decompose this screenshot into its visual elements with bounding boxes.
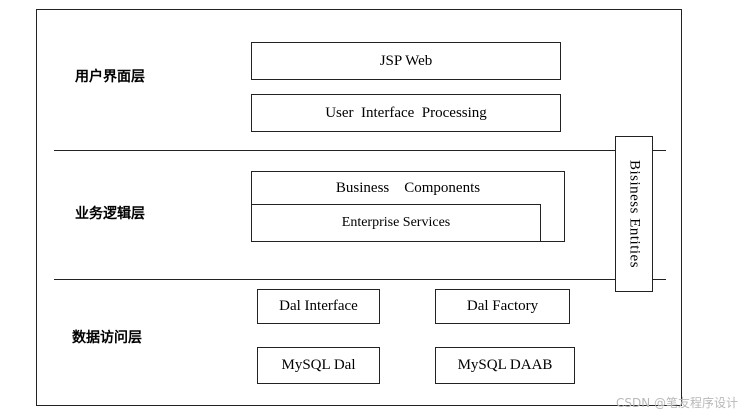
layer-divider-bottom [54,279,666,280]
jsp-web-box: JSP Web [251,42,561,80]
enterprise-services-box: Enterprise Services [251,204,541,242]
data-layer-label: 数据访问层 [72,330,142,346]
ui-layer-label: 用户界面层 [75,69,145,85]
diagram-frame [36,9,682,406]
ui-processing-box: User Interface Processing [251,94,561,132]
business-components-label: Business Components [335,180,481,196]
mysql-dal-box: MySQL Dal [257,347,380,384]
dal-interface-box: Dal Interface [257,289,380,324]
layer-divider-top [54,150,666,151]
business-layer-label: 业务逻辑层 [75,206,145,222]
watermark-text: CSDN @笔友程序设计 [615,396,738,410]
dal-factory-box: Dal Factory [435,289,570,324]
business-entities-box: Bisiness Entities [615,136,653,292]
business-entities-label: Bisiness Entities [626,159,643,269]
mysql-daab-box: MySQL DAAB [435,347,575,384]
